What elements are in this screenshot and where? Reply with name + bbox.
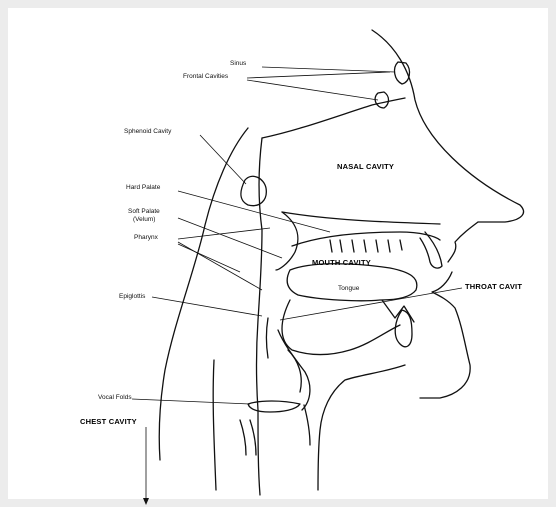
esophagus xyxy=(213,360,216,490)
throat-leader xyxy=(280,288,462,320)
epiglottis-shape xyxy=(267,318,269,358)
upper-lip-outline xyxy=(448,222,478,262)
chest-arrow-head xyxy=(143,498,149,505)
sphenoid-leader xyxy=(200,135,246,184)
pharynx-leader-1 xyxy=(178,228,270,239)
pharynx-leader-3 xyxy=(178,244,240,272)
lower-jaw xyxy=(282,300,400,355)
throat-outline xyxy=(318,365,405,490)
label-sphenoid-cavity: Sphenoid Cavity xyxy=(124,128,171,135)
label-pharynx: Pharynx xyxy=(134,234,158,241)
upper-teeth xyxy=(330,240,402,252)
label-hard-palate: Hard Palate xyxy=(126,184,160,191)
front-teeth xyxy=(420,232,442,268)
pharynx-back-wall xyxy=(257,138,263,495)
sphenoid-cavity-shape xyxy=(241,176,266,205)
label-epiglottis: Epiglottis xyxy=(119,293,145,300)
label-sinus: Sinus xyxy=(230,60,246,67)
larynx-cartilage xyxy=(288,350,301,392)
region-mouth-cavity: MOUTH CAVITY xyxy=(312,258,371,267)
frontal-cavities-leader-2 xyxy=(247,80,378,100)
hard-palate xyxy=(282,212,440,224)
tongue xyxy=(287,264,417,301)
epiglottis-leader xyxy=(152,297,262,316)
nasal-cavity-roof xyxy=(262,98,405,138)
vocal-folds-shape xyxy=(248,401,300,412)
label-vocal-folds: Vocal Folds xyxy=(98,394,132,401)
region-throat-cavity: THROAT CAVIT xyxy=(465,282,522,291)
hard-palate-leader xyxy=(178,191,330,232)
soft-palate-leader xyxy=(178,218,282,258)
label-frontal-cavities: Frontal Cavities xyxy=(183,73,228,80)
label-soft-palate: Soft Palate xyxy=(128,208,160,215)
frontal-cavities-leader-1 xyxy=(247,72,390,78)
label-velum: (Velum) xyxy=(133,216,155,223)
sinus-leader xyxy=(262,67,395,72)
region-nasal-cavity: NASAL CAVITY xyxy=(337,162,394,171)
back-of-head-outline xyxy=(159,128,248,460)
vocal-folds-leader xyxy=(132,399,250,404)
face-outline xyxy=(372,30,524,222)
larynx-shape xyxy=(278,330,310,410)
mouth-roof xyxy=(292,232,440,246)
region-chest-cavity: CHEST CAVITY xyxy=(80,417,137,426)
pharynx-leader-2 xyxy=(178,242,262,290)
label-tongue: Tongue xyxy=(338,285,359,292)
